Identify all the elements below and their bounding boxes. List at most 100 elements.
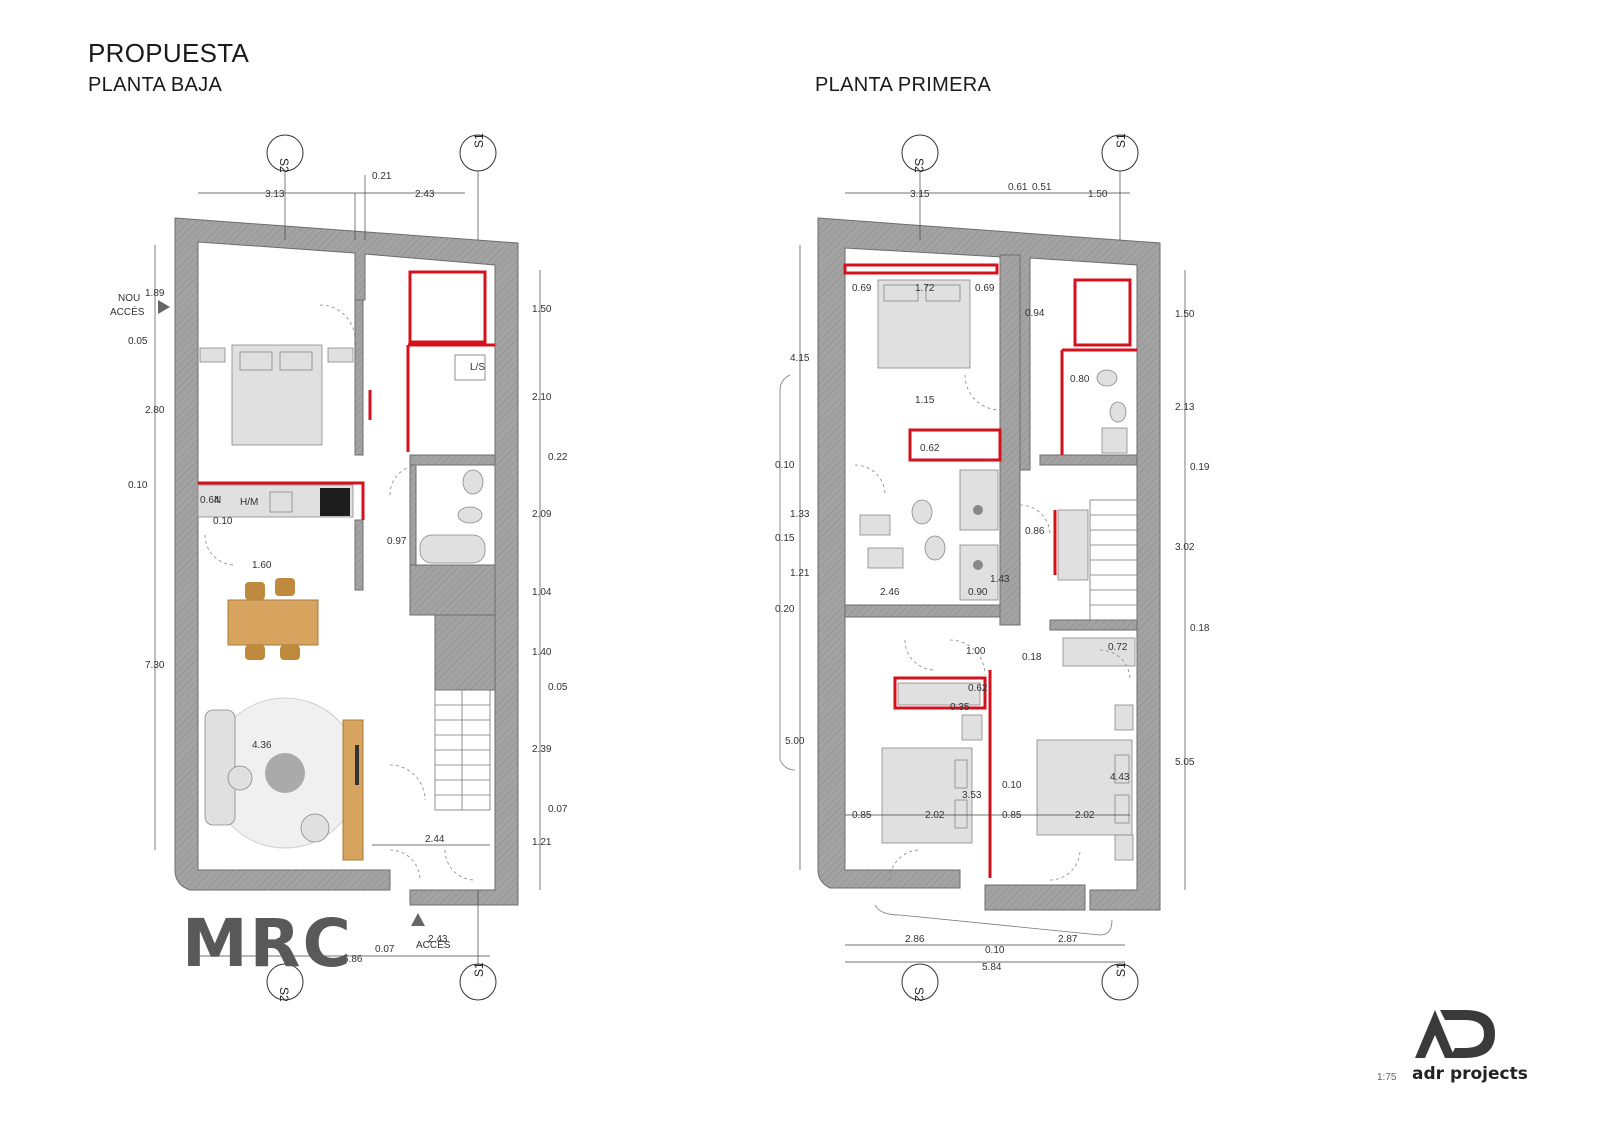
gf-dim-in-6: 2.44 [425, 834, 445, 845]
ff-dim-left-5: 1.21 [790, 568, 810, 579]
gf-axis-s2-top: S2 [266, 134, 304, 240]
ff-dim-in-1: 0.94 [1025, 308, 1045, 319]
ff-wall-stair-bottom [1049, 619, 1138, 631]
gf-dim-right-6: 1.40 [532, 647, 552, 658]
gf-red-shower [408, 270, 487, 344]
ff-red-wardrobe-2 [893, 676, 987, 710]
ff-dim-in-11: 0.72 [1108, 642, 1128, 653]
gf-dim-right-7: 0.05 [548, 682, 568, 693]
gf-dim-bottom-2: 0.07 [375, 944, 395, 955]
gf-dim-right-4: 2.09 [532, 509, 552, 520]
gf-label-washing: H/M [240, 497, 258, 508]
gf-dim-top-left: 3.13 [265, 189, 285, 200]
ground-floor-title: PLANTA BAJA [88, 74, 223, 96]
ff-outer-wall [817, 217, 1161, 911]
ff-dim-left-7: 5.00 [785, 736, 805, 747]
gf-dim-right-3: 0.22 [548, 452, 568, 463]
ff-wall-central [999, 254, 1021, 626]
gf-label-new-access: NOU [118, 293, 140, 304]
gf-dim-top-right: 2.43 [415, 189, 435, 200]
ff-dim-right-5: 0.18 [1190, 623, 1210, 634]
gf-dim-left-5: 7.30 [145, 660, 165, 671]
ff-dim-in-20: 2.02 [1075, 810, 1095, 821]
gf-wall-bath-left [409, 464, 417, 566]
gf-red-utility [406, 343, 495, 452]
ff-dim-bed-2: 1.72 [915, 283, 935, 294]
ff-wall-bath-bottom-left [844, 604, 1001, 618]
gf-stairs [434, 689, 491, 811]
ff-dim-right-4: 3.02 [1175, 542, 1195, 553]
gf-dim-left-4: 0.10 [128, 480, 148, 491]
ff-shower-3 [959, 544, 999, 601]
gf-dim-right-10: 1.21 [532, 837, 552, 848]
ff-front-balcony [874, 904, 1113, 936]
gf-dim-left-3: 2.80 [145, 405, 165, 416]
svg-text:S2: S2 [912, 158, 926, 173]
gf-laundry-box [454, 354, 486, 381]
ff-dim-bottom-2: 0.10 [985, 945, 1005, 956]
ff-dim-in-14: 3.53 [962, 790, 982, 801]
mrc-watermark: MRC [182, 905, 353, 982]
gf-label-access: ACCÉS [416, 938, 451, 951]
gf-wall-bath-bottom [409, 564, 496, 616]
company-name: adr projects [1412, 1064, 1528, 1084]
ff-dim-left-6: 0.20 [775, 604, 795, 615]
gf-axis-s2-bottom: S2 [266, 963, 304, 1002]
gf-stair-zone [434, 614, 496, 691]
ff-dim-in-8: 1.43 [990, 574, 1010, 585]
ff-dim-right-3: 0.19 [1190, 462, 1210, 473]
gf-dim-in-3: 1.60 [252, 560, 272, 571]
gf-dim-in-4: 0.97 [387, 536, 407, 547]
scale-label: 1:75 [1377, 1072, 1397, 1083]
gf-axis-s1-bottom: S1 [459, 890, 497, 1001]
ff-dim-top-2: 0.61 [1008, 182, 1028, 193]
ff-dim-right-6: 5.05 [1175, 757, 1195, 768]
ff-balcony-rail [779, 374, 796, 771]
gf-wall-kitchen-right [354, 519, 364, 591]
ff-dim-in-17: 0.85 [852, 810, 872, 821]
ff-dim-in-7: 0.90 [968, 587, 988, 598]
gf-sink [457, 506, 483, 524]
gf-dining-table [227, 599, 319, 646]
ff-dim-in-3: 1.15 [915, 395, 935, 406]
gf-label-new-access-2: ACCÉS [110, 305, 145, 318]
svg-text:S2: S2 [277, 158, 291, 173]
gf-tv-unit [342, 719, 364, 861]
ground-floor-plan: 3.13 2.43 0.21 1.89 0.05 2.80 0.10 7.30 … [110, 133, 568, 1002]
gf-access-arrow-icon [158, 300, 170, 314]
ff-axis-s2-bottom: S2 [901, 963, 939, 1002]
ff-red-wardrobe-1 [908, 428, 1002, 462]
svg-text:S1: S1 [472, 133, 486, 148]
ff-dim-bed-3: 0.69 [975, 283, 995, 294]
ff-red-shower [1073, 278, 1132, 347]
ff-dim-top-4: 1.50 [1088, 189, 1108, 200]
ff-sink-2 [859, 514, 891, 536]
ff-dim-in-15: 0.10 [1002, 780, 1022, 791]
gf-axis-s1-top: S1 [459, 133, 497, 240]
ff-red-headboard [843, 263, 999, 275]
ff-red-bath-wall [1060, 348, 1137, 455]
ff-dim-in-2: 0.80 [1070, 374, 1090, 385]
adr-logo-icon [1415, 1010, 1495, 1058]
ff-dim-left-2: 0.10 [775, 460, 795, 471]
ff-dim-left-3: 1.33 [790, 509, 810, 520]
ff-dim-in-19: 0.85 [1002, 810, 1022, 821]
gf-wc [462, 469, 484, 495]
gf-dim-bottom-total: 5.86 [343, 954, 363, 965]
ff-dim-left-1: 4.15 [790, 353, 810, 364]
gf-dim-left-2: 0.05 [128, 336, 148, 347]
ff-stairs [1089, 499, 1138, 621]
ff-dim-right-2: 2.13 [1175, 402, 1195, 413]
ff-dim-in-6: 2.46 [880, 587, 900, 598]
gf-dim-bottom-3: 2.43 [428, 934, 448, 945]
ff-dim-bed-1: 0.69 [852, 283, 872, 294]
gf-main-access-arrow-icon [411, 913, 425, 926]
ff-dim-in-10: 0.18 [1022, 652, 1042, 663]
ff-dim-in-18: 2.02 [925, 810, 945, 821]
ff-dim-left-4: 0.15 [775, 533, 795, 544]
svg-text:S1: S1 [472, 962, 486, 977]
ff-wall-facade-mid [984, 884, 1086, 911]
gf-wall-bedroom-right [354, 299, 364, 456]
svg-text:S1: S1 [1114, 962, 1128, 977]
ff-dim-bottom-1: 2.86 [905, 934, 925, 945]
